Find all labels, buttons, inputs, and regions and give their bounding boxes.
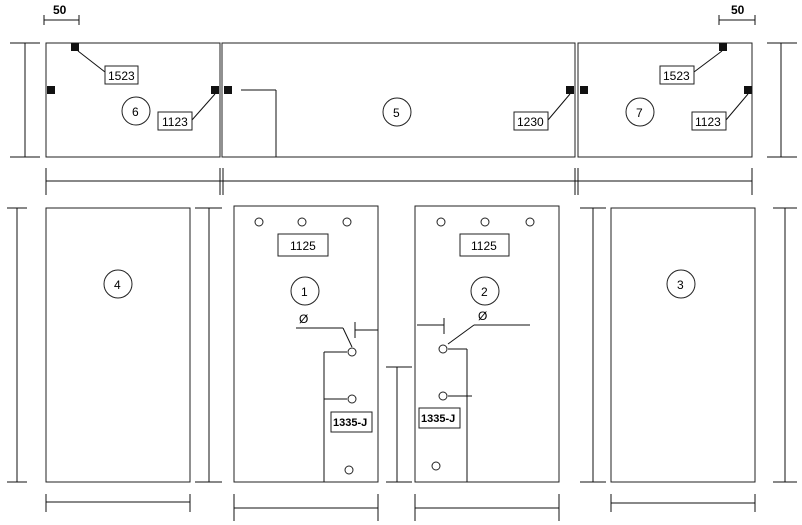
- panel-5-number: 5: [393, 106, 400, 120]
- offset-dimension-right: 50: [718, 3, 756, 25]
- panel-6-label-top: 1523: [108, 69, 135, 83]
- panel-1-label: 1125: [290, 239, 316, 253]
- panel-2-label: 1125: [471, 239, 497, 253]
- panel-7: 1523 1123 7: [577, 42, 753, 158]
- panel-7-label-top: 1523: [663, 69, 690, 83]
- panel-2-width-dimension: [414, 494, 560, 521]
- panel-4: 4: [45, 207, 191, 483]
- panel-1-tag: 1335-J: [333, 417, 367, 429]
- panel-2: 1125 2 Ø 1335-J: [414, 205, 560, 483]
- offset-label-left: 50: [53, 3, 67, 17]
- panel-6-label-side: 1123: [162, 115, 188, 129]
- panel-5-label-right: 1230: [517, 115, 544, 129]
- offset-label-right: 50: [731, 3, 745, 17]
- panel-3-number: 3: [677, 278, 684, 292]
- panel-1-diameter-symbol: Ø: [299, 312, 308, 326]
- panel-3-width-dimension: [610, 494, 756, 512]
- panel-1-width-dimension: [233, 494, 379, 521]
- top-row-height-dimension-left: [10, 42, 40, 158]
- panel-6: 1523 1123 6: [45, 42, 221, 158]
- offset-dimension-left: 50: [43, 3, 80, 25]
- center-gap-dimension: [386, 366, 412, 483]
- panel-4-width-dimension: [45, 494, 191, 512]
- panel-3-height-dimension: [580, 207, 606, 483]
- panel-2-number: 2: [481, 285, 488, 299]
- panel-2-diameter-symbol: Ø: [478, 309, 487, 323]
- panel-4-number: 4: [114, 278, 121, 292]
- panel-1: 1125 1 Ø 1335-J: [233, 205, 379, 483]
- panel-5: 1230 5: [221, 42, 576, 158]
- panel-7-label-side: 1123: [695, 115, 721, 129]
- panel-1-number: 1: [301, 285, 308, 299]
- panel-3: 3: [610, 207, 756, 483]
- panel-2-tag: 1335-J: [421, 413, 455, 425]
- bottom-row-height-dimension-right: [773, 207, 797, 483]
- panel-7-number: 7: [636, 106, 643, 120]
- top-row-height-dimension-right: [767, 42, 797, 158]
- top-row-width-dimension: [45, 168, 753, 195]
- bottom-row-height-dimension-left: [7, 207, 27, 483]
- panel-6-number: 6: [132, 105, 139, 119]
- panel-4-height-dimension: [195, 207, 222, 483]
